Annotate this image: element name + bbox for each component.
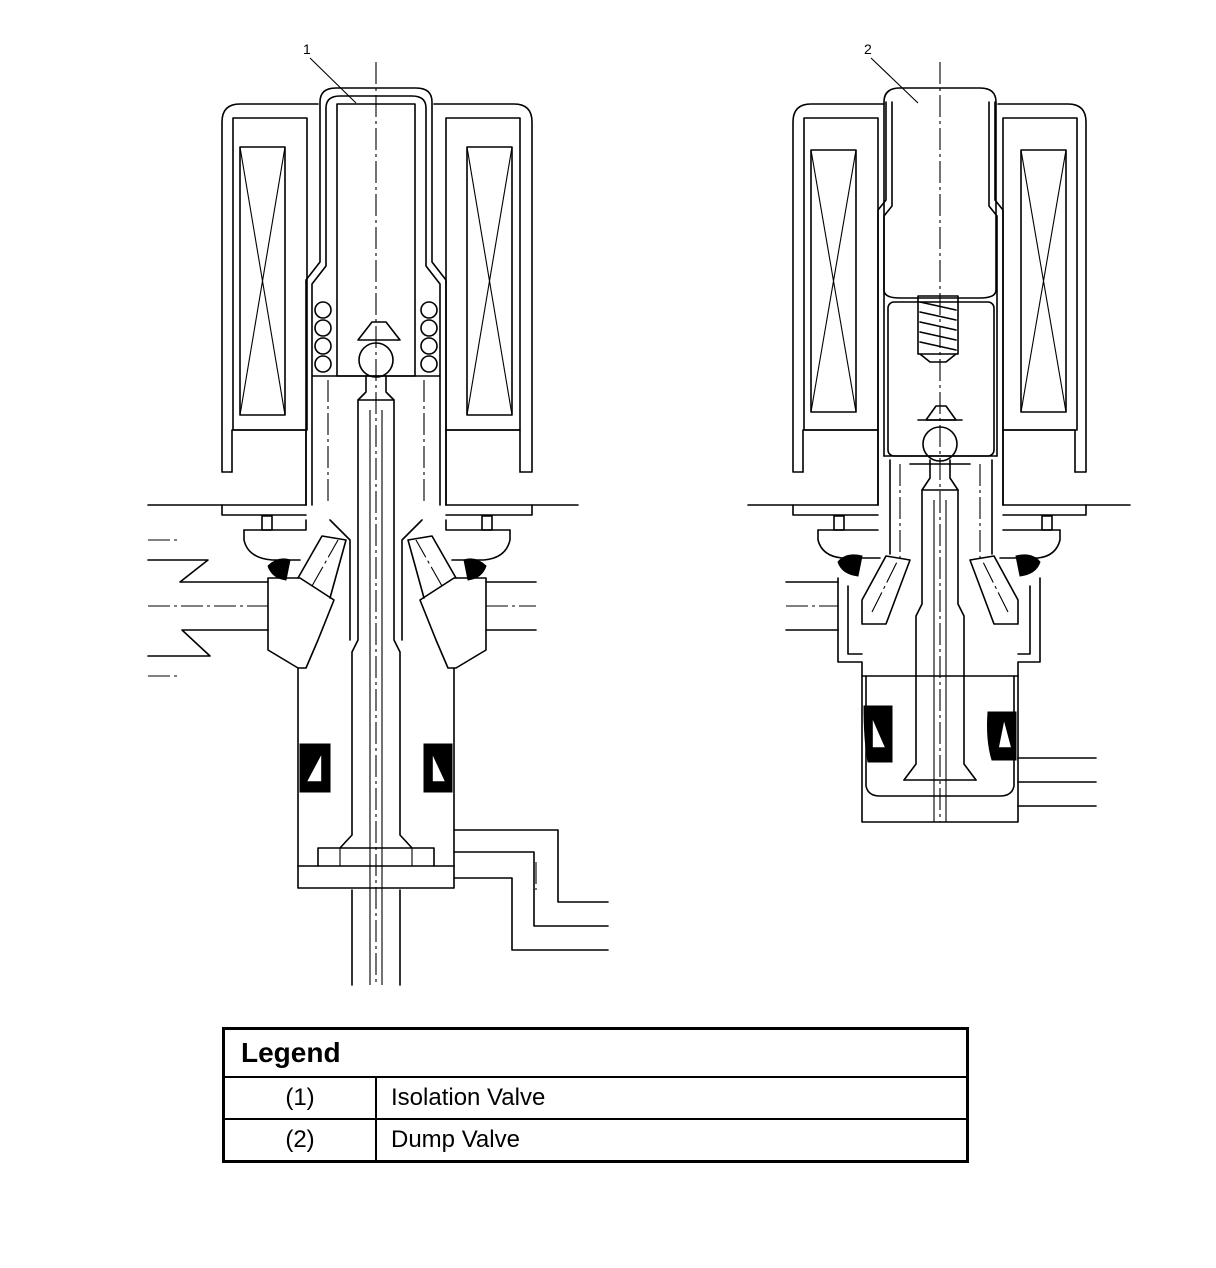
legend-row: (2) Dump Valve bbox=[222, 1118, 969, 1163]
legend-description: Dump Valve bbox=[375, 1118, 969, 1163]
legend-title: Legend bbox=[222, 1027, 969, 1078]
legend-table: Legend (1) Isolation Valve (2) Dump Valv… bbox=[222, 1027, 969, 1163]
callout-1-label: 1 bbox=[303, 41, 311, 57]
callout-2-label: 2 bbox=[864, 41, 872, 57]
isolation-valve-drawing: 1 bbox=[147, 41, 609, 986]
dump-valve-drawing: 2 bbox=[747, 41, 1131, 823]
legend-number: (1) bbox=[222, 1076, 377, 1120]
callout-2-leader bbox=[870, 57, 919, 104]
legend-description: Isolation Valve bbox=[375, 1076, 969, 1120]
legend-row: (1) Isolation Valve bbox=[222, 1076, 969, 1120]
valve-diagram: 1 bbox=[147, 41, 1131, 986]
legend-number: (2) bbox=[222, 1118, 377, 1163]
legend-header-row: Legend bbox=[222, 1027, 969, 1078]
